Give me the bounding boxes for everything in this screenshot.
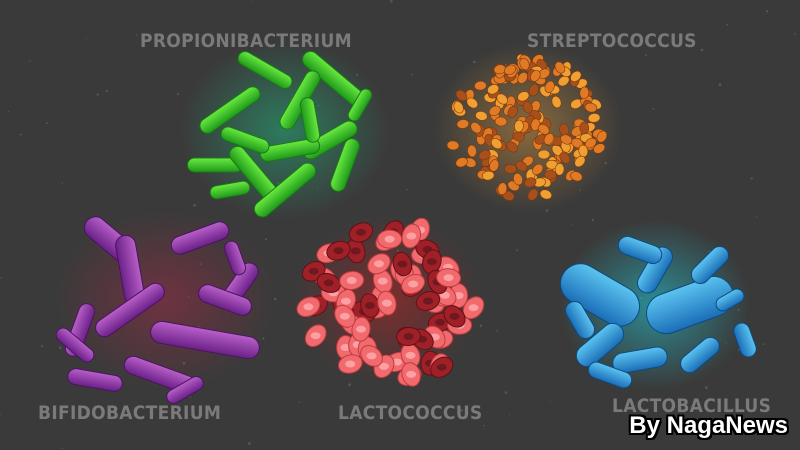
lactobacillus-cluster <box>560 220 757 390</box>
label-streptococcus: STREPTOCOCCUS <box>527 30 697 52</box>
bifidobacterium-cluster <box>55 210 275 404</box>
lactococcus-cluster <box>293 215 485 387</box>
label-bifidobacterium: BIFIDOBACTERIUM <box>38 402 222 424</box>
credit-watermark: By NagaNews <box>629 412 788 439</box>
label-lactobacillus: LACTOBACILLUS <box>612 395 772 417</box>
label-lactococcus: LACTOCOCCUS <box>338 402 483 424</box>
streptococcus-cluster <box>433 43 623 213</box>
propionibacterium-cluster <box>180 40 390 220</box>
label-propionibacterium: PROPIONIBACTERIUM <box>140 30 352 52</box>
